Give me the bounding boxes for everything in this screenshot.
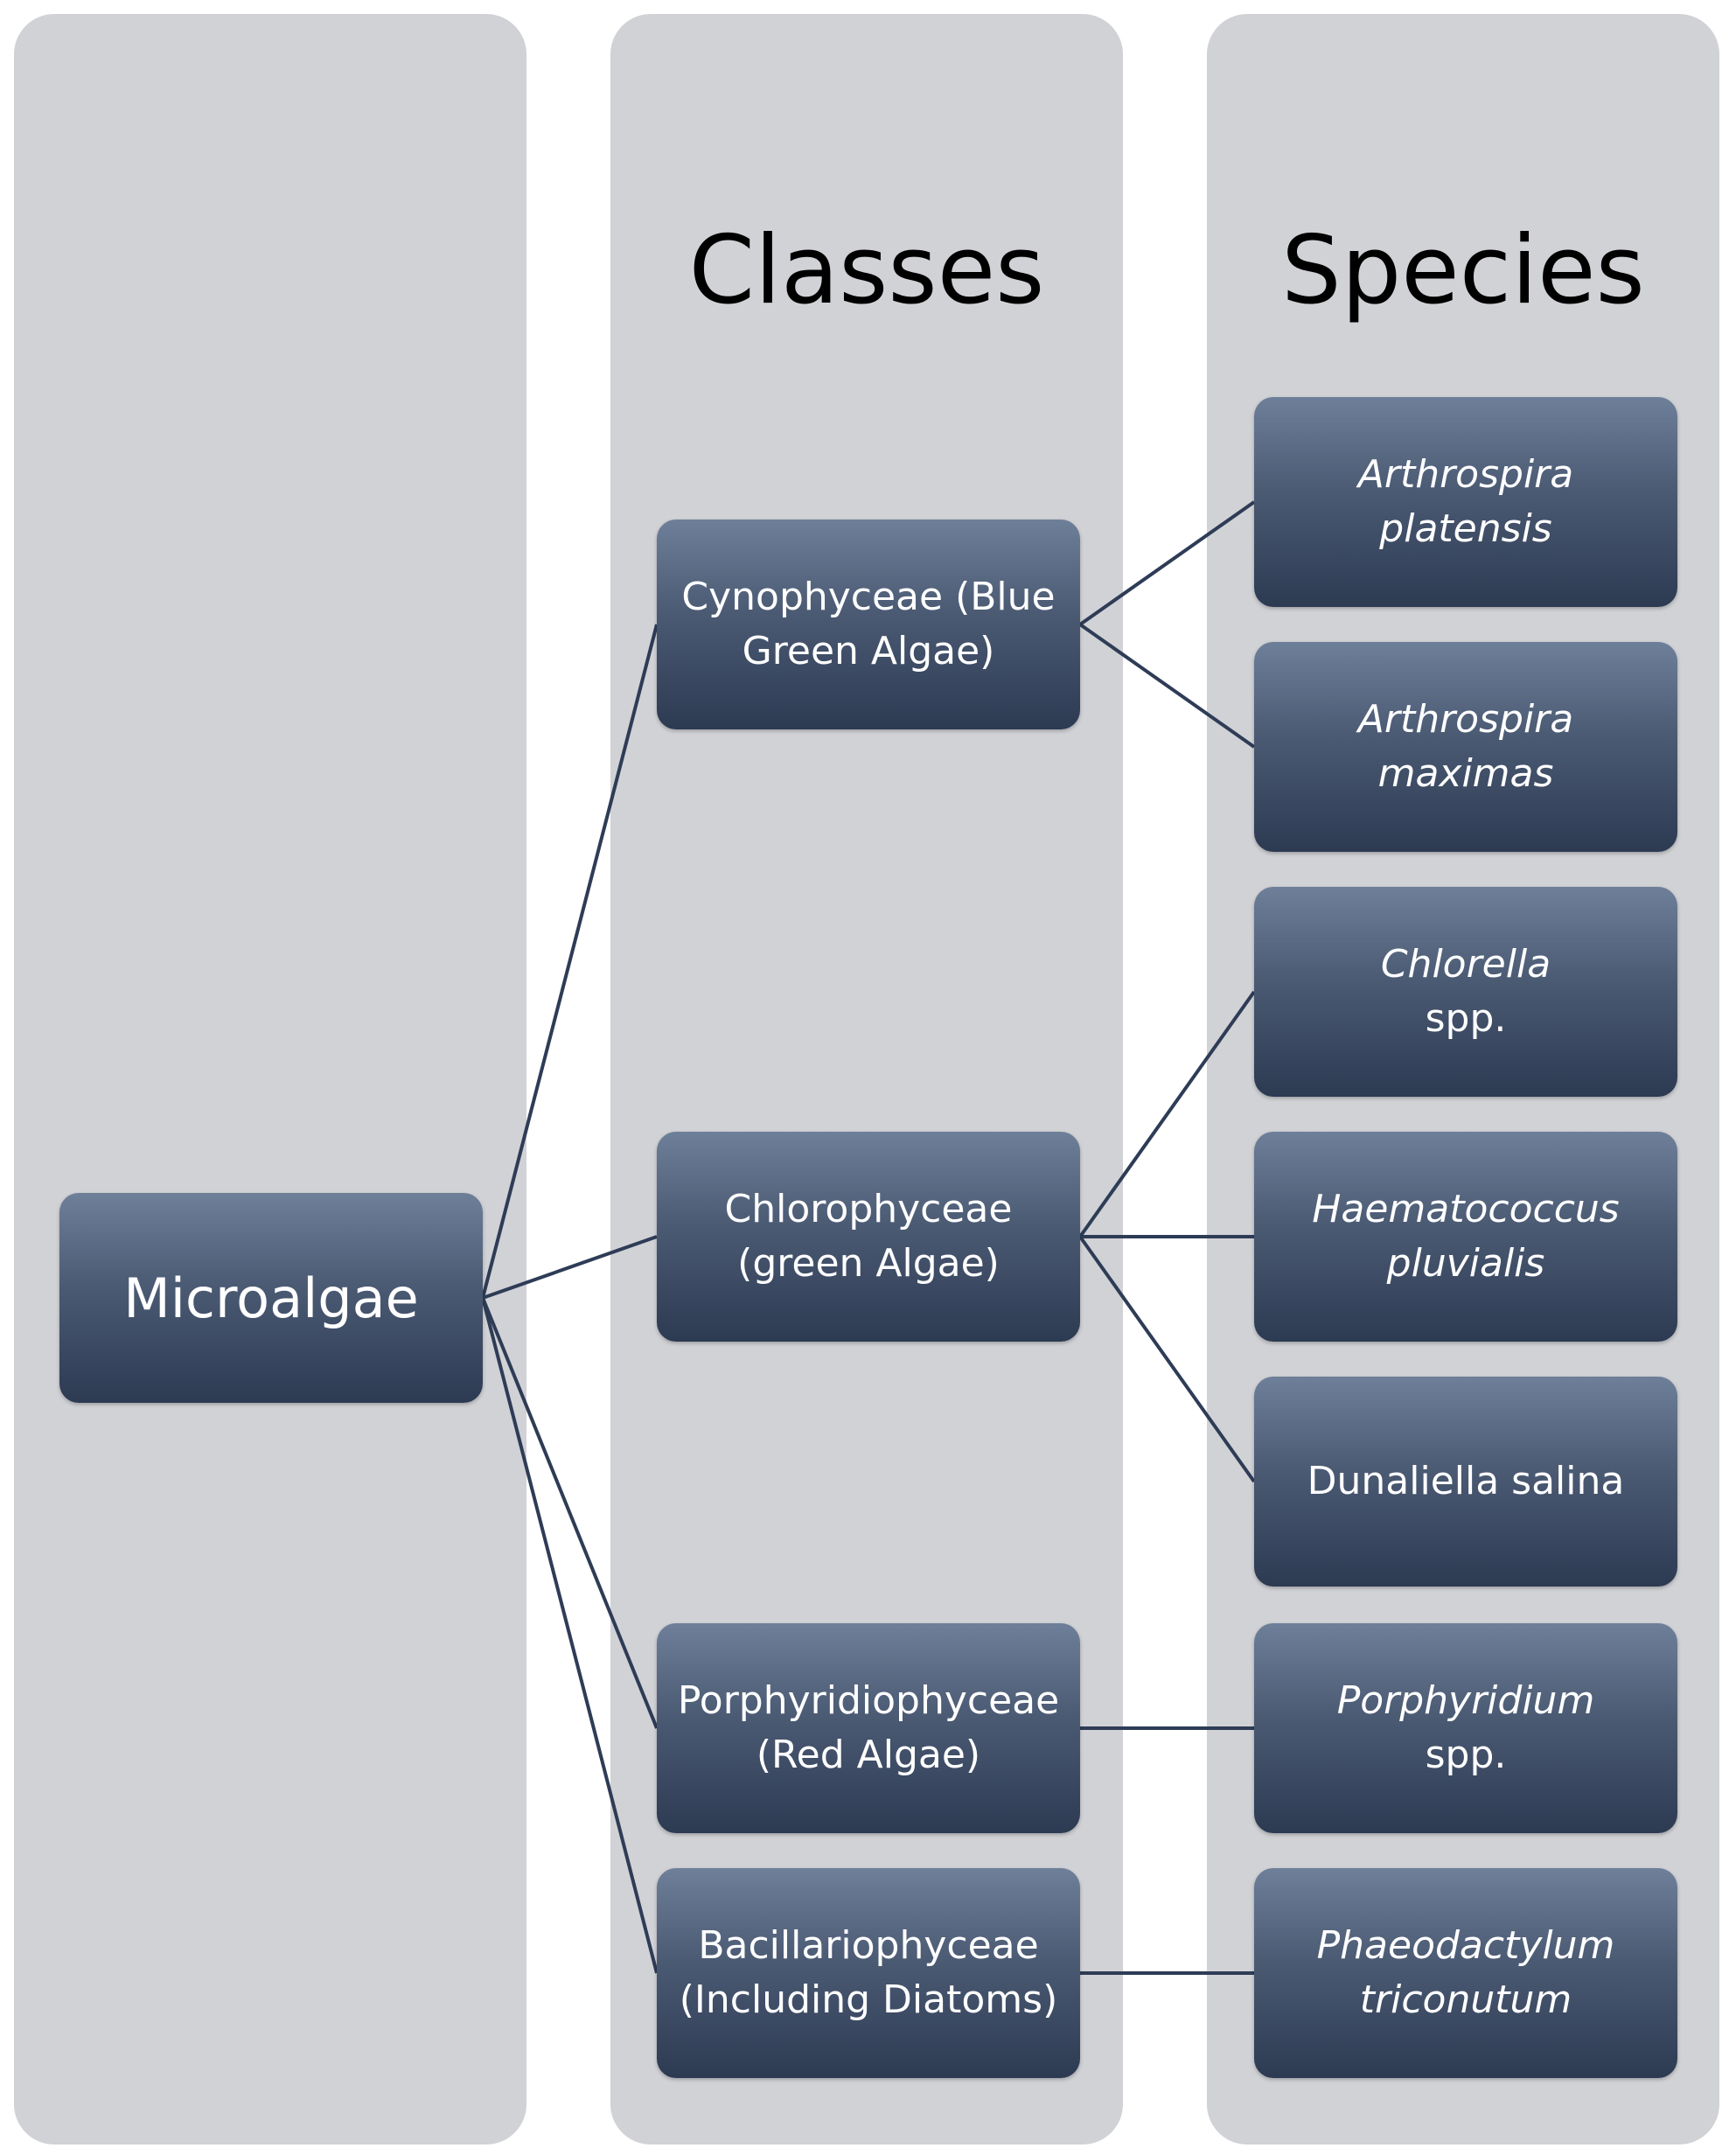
class-node-bacillariophyceae: Bacillariophyceae (Including Diatoms) [657, 1868, 1080, 2078]
species-node-porphyridium: Porphyridium spp. [1254, 1623, 1677, 1833]
species-suffix: spp. [1425, 996, 1507, 1041]
species-node-arthrospira-maximas: Arthrospira maximas [1254, 642, 1677, 852]
species-genus: Porphyridium [1336, 1678, 1595, 1724]
microalgae-column [14, 14, 526, 2145]
connector-class-to-species [1078, 990, 1256, 1238]
species-genus: Phaeodactylum triconutum [1316, 1923, 1615, 2022]
species-node-arthrospira-platensis: Arthrospira platensis [1254, 397, 1677, 607]
species-genus: Chlorella [1380, 942, 1551, 987]
microalgae-node: Microalgae [59, 1193, 483, 1403]
species-suffix: spp. [1425, 1733, 1507, 1777]
class-label: Chlorophyceae (green Algae) [724, 1187, 1013, 1286]
species-suffix: Dunaliella salina [1307, 1459, 1625, 1504]
species-node-phaeodactylum-triconutum: Phaeodactylum triconutum [1254, 1868, 1677, 2078]
species-genus: Haematococcus pluvialis [1312, 1187, 1620, 1286]
class-label: Cynophyceae (Blue Green Algae) [681, 575, 1056, 673]
connector-class-to-species [1078, 500, 1256, 626]
connector-class-to-species [1078, 623, 1256, 749]
microalgae-label: Microalgae [123, 1266, 419, 1330]
species-node-haematococcus-pluvialis: Haematococcus pluvialis [1254, 1132, 1677, 1342]
connector-root-to-class [482, 1235, 658, 1300]
connector-root-to-class [481, 624, 659, 1299]
class-node-chlorophyceae: Chlorophyceae (green Algae) [657, 1132, 1080, 1342]
class-label: Bacillariophyceae (Including Diatoms) [679, 1923, 1058, 2022]
species-node-dunaliella-salina: Dunaliella salina [1254, 1377, 1677, 1587]
class-node-cynophyceae: Cynophyceae (Blue Green Algae) [657, 520, 1080, 729]
class-node-porphyridiophyceae: Porphyridiophyceae (Red Algae) [657, 1623, 1080, 1833]
class-label: Porphyridiophyceae (Red Algae) [677, 1678, 1060, 1777]
classes-heading: Classes [688, 216, 1045, 325]
species-node-chlorella: Chlorella spp. [1254, 887, 1677, 1097]
connector-root-to-class [481, 1297, 659, 1974]
connector-root-to-class [481, 1297, 659, 1729]
connector-class-to-species [1078, 1235, 1256, 1483]
species-genus: Arthrospira maximas [1357, 697, 1574, 796]
species-heading: Species [1281, 216, 1645, 325]
species-genus: Arthrospira platensis [1357, 452, 1574, 551]
